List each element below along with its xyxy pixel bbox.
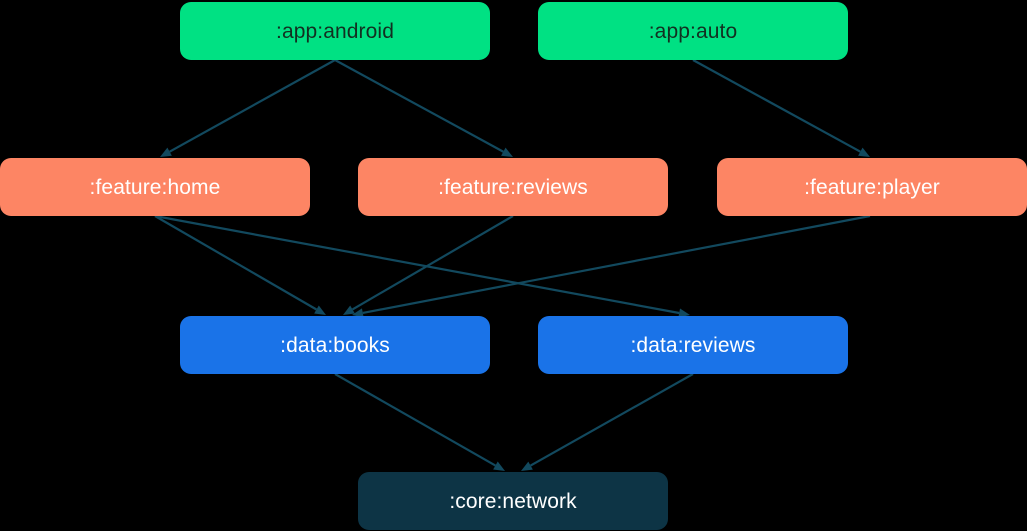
edge-line [530,373,694,467]
edge-line [334,59,504,153]
edge-feature-home-to-data-reviews [154,214,690,318]
arrow-head-icon [858,147,870,157]
node-feature-home[interactable]: :feature:home [0,158,310,216]
node-data-reviews[interactable]: :data:reviews [538,316,848,374]
edge-line [154,214,680,315]
node-feature-player[interactable]: :feature:player [717,158,1027,216]
node-label: :data:books [280,333,390,357]
edge-data-books-to-core-network [334,373,505,471]
node-data-books[interactable]: :data:books [180,316,490,374]
node-app-auto[interactable]: :app:auto [538,2,848,60]
node-label: :feature:home [89,175,221,199]
edge-feature-home-to-data-books [154,215,326,315]
edge-line [154,215,318,311]
arrow-head-icon [160,147,172,157]
arrow-head-icon [521,461,533,471]
edge-app-android-to-feature-reviews [334,59,513,157]
edge-line [169,59,336,153]
edge-data-reviews-to-core-network [521,373,694,471]
edge-feature-reviews-to-data-books [343,215,514,315]
node-label: :feature:player [804,175,940,199]
edge-app-auto-to-feature-player [692,59,870,157]
node-label: :app:auto [648,19,738,43]
node-feature-reviews[interactable]: :feature:reviews [358,158,668,216]
node-label: :feature:reviews [438,175,588,199]
edge-line [692,59,861,153]
node-label: :data:reviews [630,333,756,357]
edge-app-android-to-feature-home [160,59,336,157]
arrow-head-icon [314,305,326,315]
edge-line [351,215,514,311]
arrow-head-icon [493,461,505,471]
arrow-head-icon [501,147,513,157]
edge-line [334,373,496,467]
edge-line [362,214,871,315]
arrow-head-icon [343,305,355,315]
node-label: :core:network [449,489,577,513]
node-app-android[interactable]: :app:android [180,2,490,60]
node-label: :app:android [276,19,394,43]
edge-feature-player-to-data-books [352,214,871,318]
node-core-network[interactable]: :core:network [358,472,668,530]
